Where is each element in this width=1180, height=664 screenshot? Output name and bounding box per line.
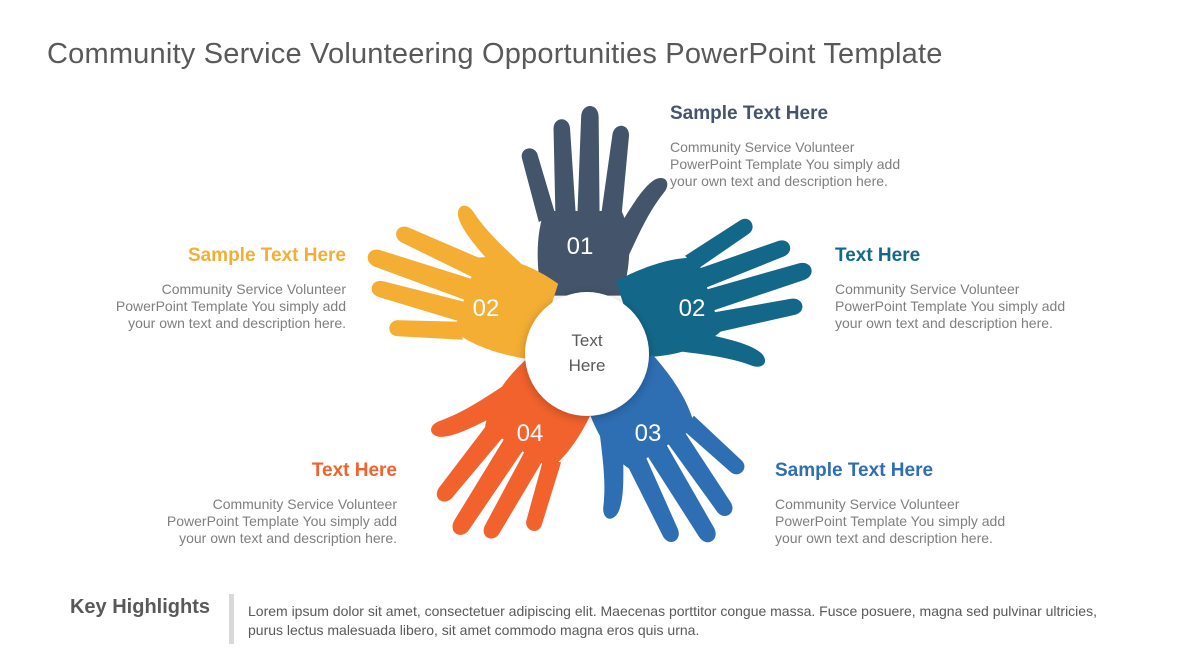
hand-top-shape [521,105,668,296]
text-block-right: Text Here Community Service Volunteer Po… [835,245,1085,332]
block-top-heading: Sample Text Here [670,103,829,124]
hand-bottom-right-number: 03 [635,420,662,447]
hand-bottom-left-number: 04 [517,420,544,447]
text-block-bottom-left: Text Here Community Service Volunteer Po… [150,460,397,547]
block-right-heading: Text Here [835,245,921,266]
key-highlights-text: Lorem ipsum dolor sit amet, consectetuer… [248,603,1097,638]
key-highlights-title: Key Highlights [69,596,210,618]
block-top-desc: Community Service Volunteer PowerPoint T… [670,139,901,189]
block-left-heading: Sample Text Here [187,245,346,266]
center-label-line-2: Here [569,356,606,375]
text-block-left: Sample Text Here Community Service Volun… [100,245,346,332]
hand-top [521,105,668,296]
text-block-top: Sample Text Here Community Service Volun… [670,103,920,190]
center-label-line-1: Text [571,331,602,350]
block-bottom-right-desc: Community Service Volunteer PowerPoint T… [775,496,1006,546]
block-bottom-right-heading: Sample Text Here [775,460,934,481]
block-bottom-left-desc: Community Service Volunteer PowerPoint T… [166,496,397,546]
center-circle [525,292,649,416]
block-right-desc: Community Service Volunteer PowerPoint T… [835,281,1066,331]
text-block-bottom-right: Sample Text Here Community Service Volun… [775,460,1025,547]
hand-top-number: 01 [567,233,594,260]
hand-right-number: 02 [679,295,706,322]
key-highlights-divider [229,594,234,644]
hand-left-number: 02 [473,295,500,322]
slide-title: Community Service Volunteering Opportuni… [47,38,943,70]
block-left-desc: Community Service Volunteer PowerPoint T… [115,281,346,331]
block-bottom-left-heading: Text Here [311,460,397,481]
